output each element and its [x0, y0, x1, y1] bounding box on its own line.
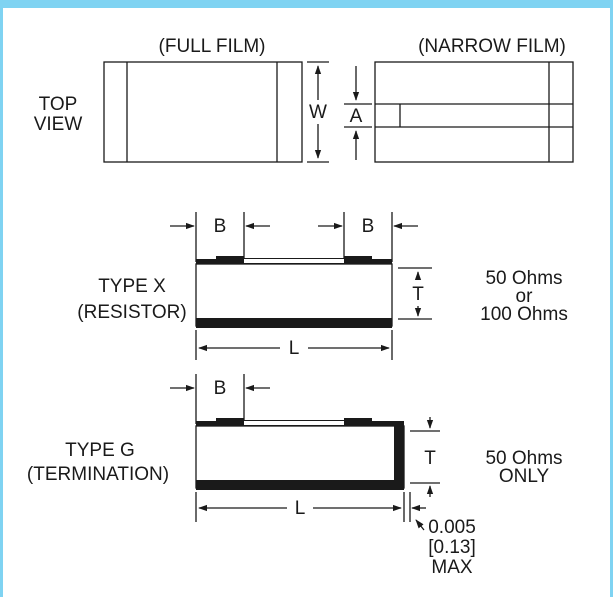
- type-g-label-2: (TERMINATION): [27, 464, 169, 485]
- a-dimension: [344, 66, 372, 160]
- type-g-value-1: 50 Ohms: [485, 448, 562, 469]
- type-x-t-dimension: [398, 267, 432, 320]
- type-x-label-2: (RESISTOR): [77, 302, 186, 323]
- type-x-value-2: or: [516, 286, 534, 307]
- type-x-value-3: 100 Ohms: [480, 304, 568, 325]
- full-film-label: (FULL FILM): [159, 36, 266, 57]
- type-x-b-left-label: B: [214, 216, 227, 237]
- type-g-bottom-termination: [196, 480, 404, 490]
- type-g-wrap-tolerance: [409, 492, 426, 531]
- w-label: W: [309, 102, 327, 123]
- top-view-label-1: TOP: [39, 94, 78, 115]
- tolerance-line-2: [0.13]: [428, 537, 476, 558]
- type-x-b-dimensions: [170, 212, 418, 262]
- type-g-wrap-termination: [394, 421, 404, 490]
- type-g-t-label: T: [424, 448, 436, 469]
- type-x-l-label: L: [289, 338, 300, 359]
- type-g-label-1: TYPE G: [65, 440, 135, 461]
- type-g-l-dimension: [195, 492, 405, 522]
- type-x-l-dimension: [195, 330, 393, 360]
- type-x-value-1: 50 Ohms: [485, 268, 562, 289]
- type-g-body: [195, 425, 405, 489]
- type-x-body: [195, 263, 393, 327]
- narrow-film-outline: [374, 61, 574, 163]
- a-label: A: [350, 106, 363, 127]
- type-x-label-1: TYPE X: [98, 276, 166, 297]
- type-g-b-label: B: [214, 378, 227, 399]
- type-x-b-right-label: B: [362, 216, 375, 237]
- type-x-bottom-termination: [196, 318, 392, 328]
- full-film-outline: [103, 61, 303, 163]
- type-g-value-2: ONLY: [499, 466, 550, 487]
- top-view-label-2: VIEW: [34, 114, 83, 135]
- type-g-b-dimension: [170, 374, 270, 424]
- type-g-l-label: L: [295, 498, 306, 519]
- narrow-film-label: (NARROW FILM): [418, 36, 566, 57]
- type-x-t-label: T: [412, 284, 424, 305]
- tolerance-line-1: 0.005: [428, 517, 476, 538]
- w-dimension: [307, 61, 329, 163]
- type-g-t-dimension: [410, 417, 440, 497]
- tolerance-line-3: MAX: [431, 557, 473, 578]
